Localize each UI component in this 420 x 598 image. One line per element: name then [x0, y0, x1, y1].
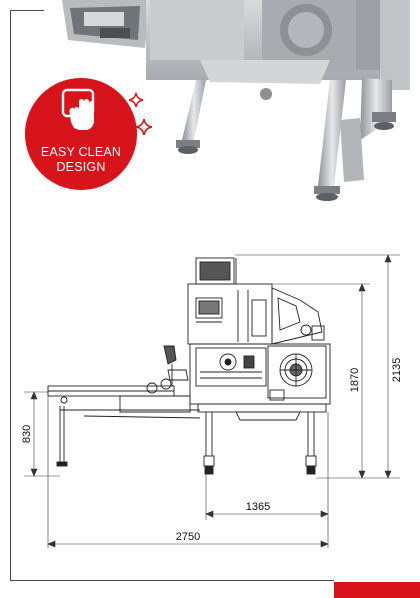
badge-line-1: EASY CLEAN: [40, 145, 122, 159]
machine-legs-photo: [176, 78, 396, 201]
brand-accent-bar: [334, 582, 420, 598]
sparkle-icon: [128, 92, 144, 108]
base-frame: [197, 403, 327, 413]
dim-label-total-height: 2135: [391, 358, 403, 382]
display-panel: [195, 297, 223, 319]
conveyor-photo: [62, 0, 150, 48]
dim-label-base-length: 1365: [246, 501, 270, 513]
roller: [219, 353, 237, 371]
dim-label-total-length: 2750: [176, 531, 200, 543]
dim-label-body-height: 1870: [349, 368, 361, 392]
badge-line-2: DESIGN: [56, 160, 106, 174]
frame-bottom-line: [10, 580, 334, 581]
middle-section: [189, 343, 331, 405]
easy-clean-badge: EASY CLEAN DESIGN: [25, 78, 153, 190]
hood: [271, 287, 323, 345]
dim-label-table-height: 830: [21, 425, 33, 443]
frame-left-line: [10, 10, 11, 581]
frame-top-line: [10, 10, 44, 11]
sparkle-icon: [135, 118, 153, 136]
technical-drawing: 2135 1870 830 1365 2750: [21, 254, 403, 548]
hand-touch-icon: [61, 88, 95, 130]
machine-body-photo: [146, 0, 410, 90]
product-photo: [62, 0, 410, 201]
